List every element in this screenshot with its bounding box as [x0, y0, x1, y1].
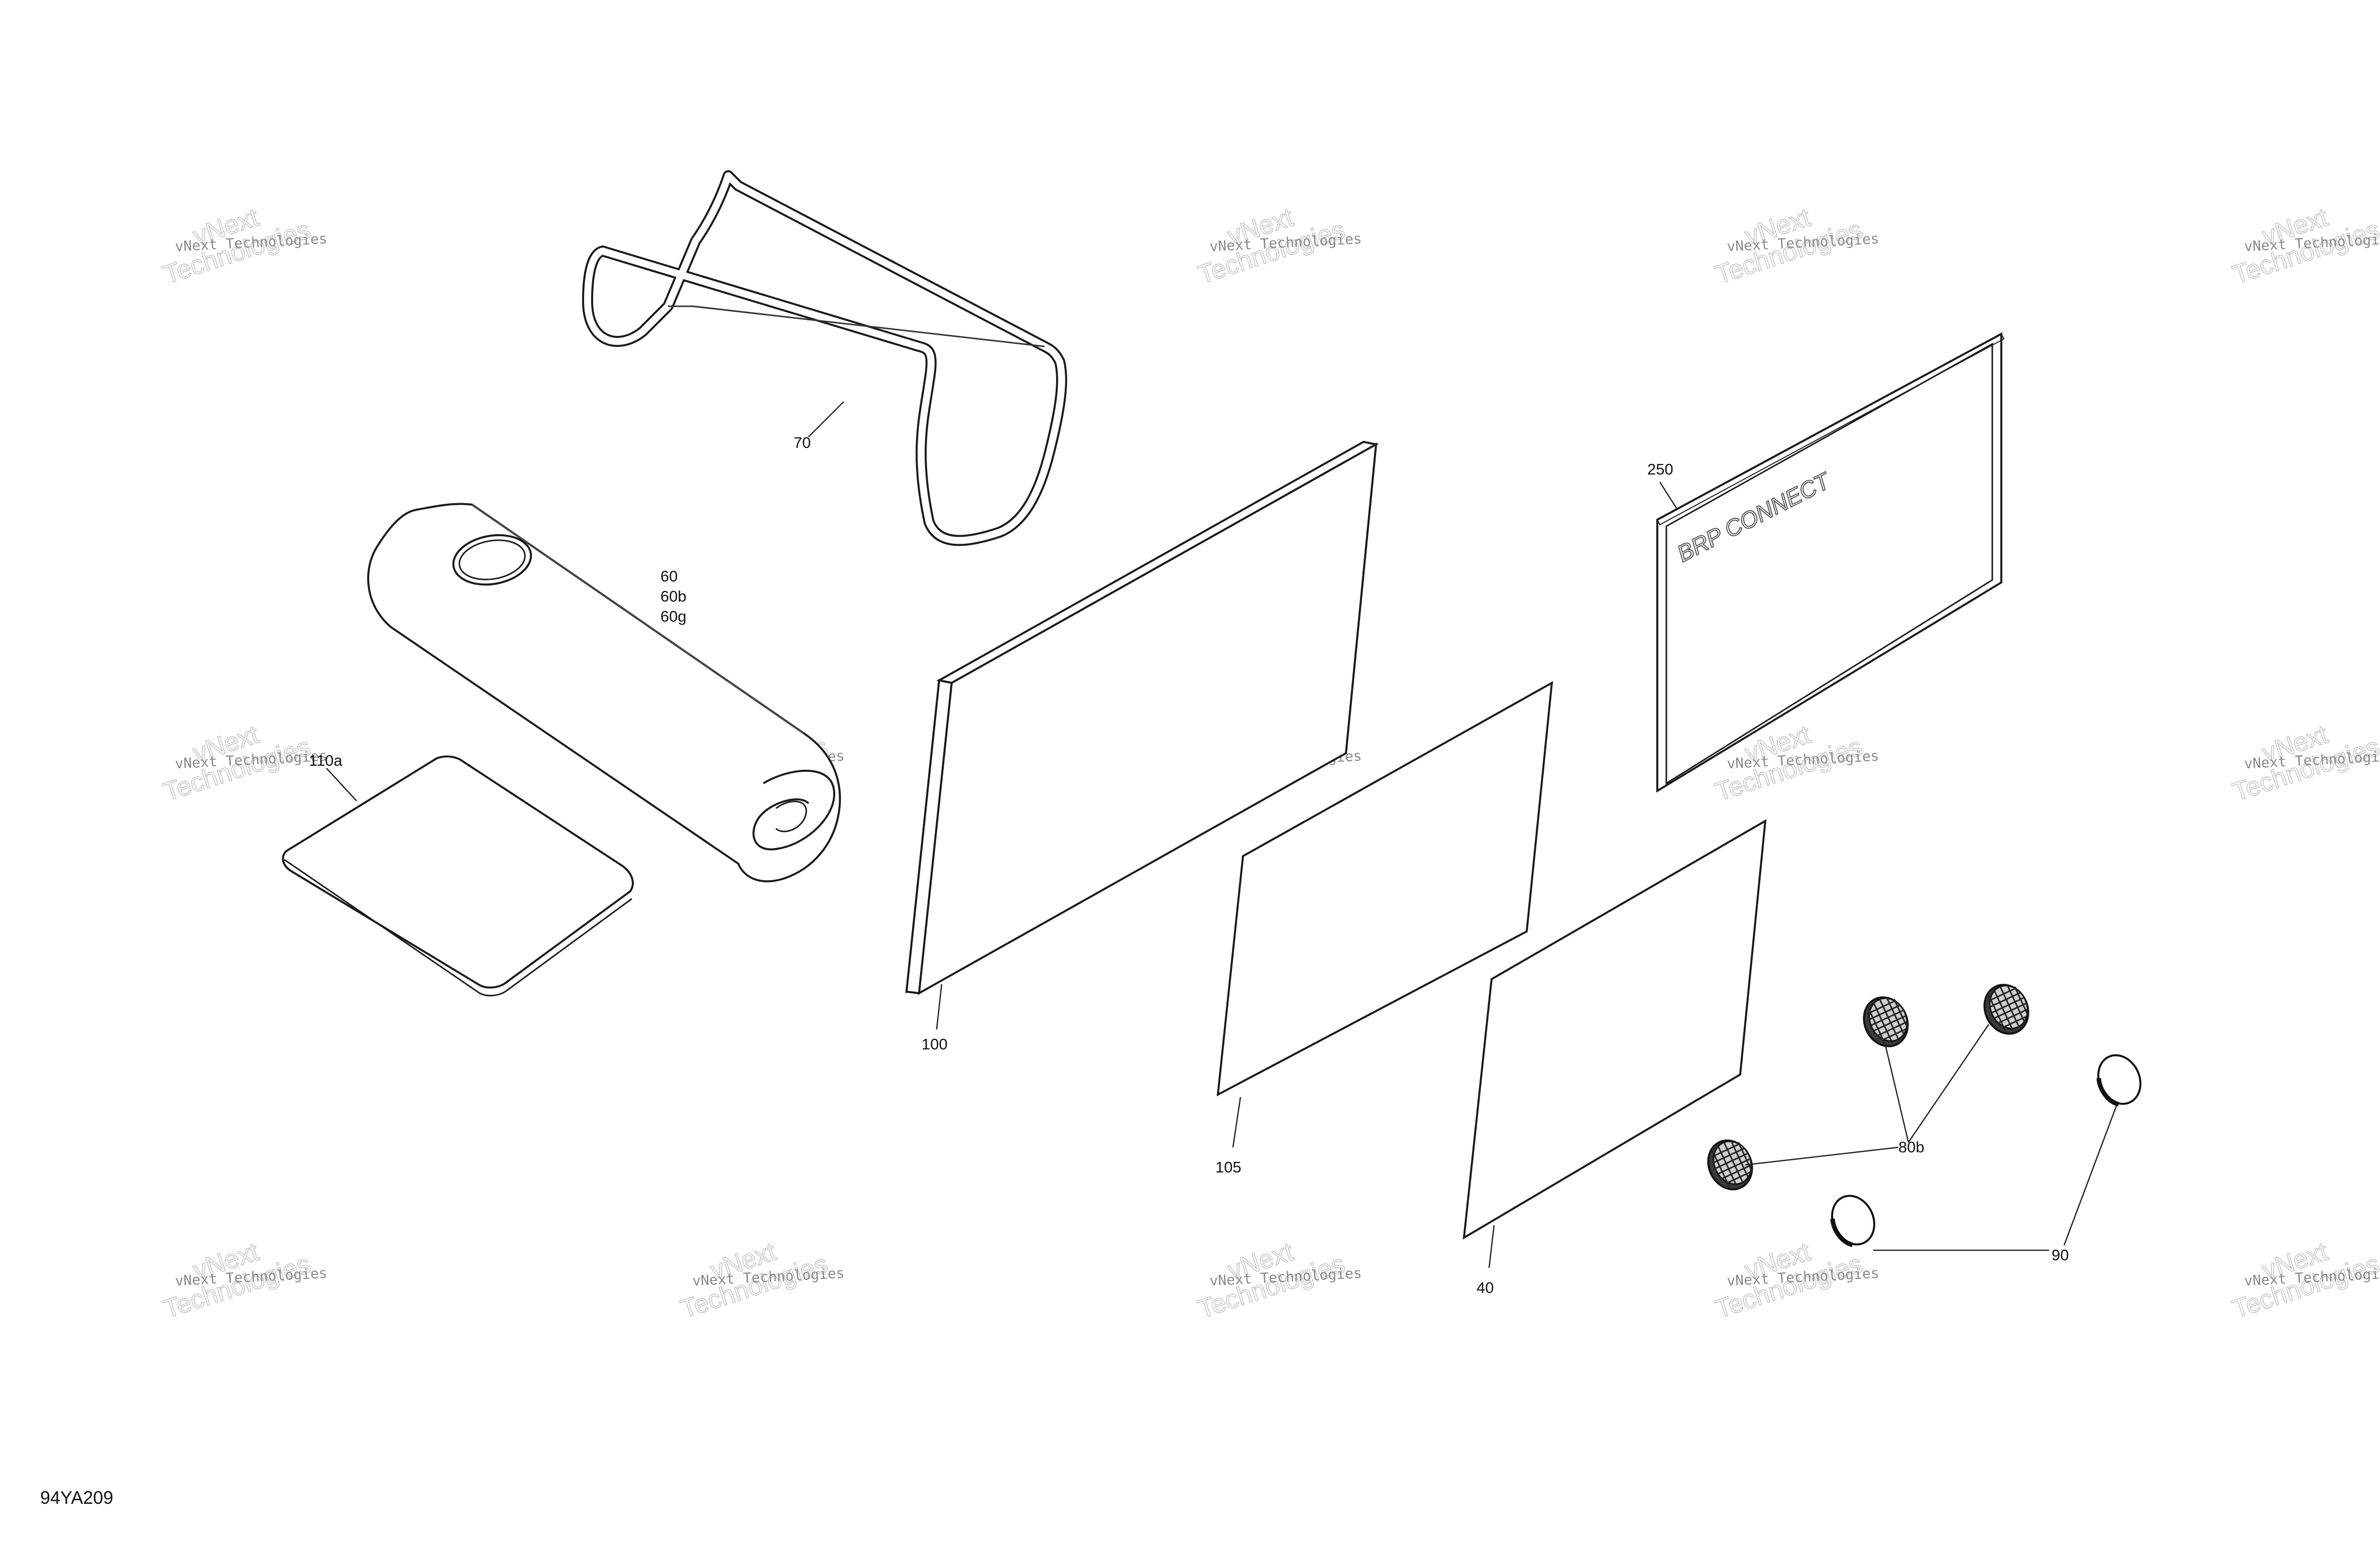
leader-100	[936, 984, 943, 1030]
watermark: vNextTechnologies vNext Technologies	[160, 1237, 328, 1325]
leader-80b-b	[1907, 1024, 1990, 1143]
leader-40	[1488, 1225, 1495, 1268]
callout-labels: 70 60 60b 60g 110a 250 100 105 40 80b 90	[309, 434, 2069, 1296]
leader-80b-a	[1885, 1046, 1909, 1143]
watermark: vNextTechnologies vNext Technologies	[2229, 1237, 2380, 1325]
part-40-sheet	[1462, 819, 1767, 1240]
part-70-wire-frame	[582, 170, 1067, 546]
part-100-panel	[905, 440, 1379, 995]
callout-60g: 60g	[660, 608, 687, 625]
leader-250	[1659, 482, 1678, 510]
part-80b-button	[1863, 996, 1909, 1047]
part-90-disc	[1830, 1195, 1875, 1247]
part-80b-button	[1707, 1139, 1753, 1191]
callout-80b: 80b	[1898, 1138, 1924, 1156]
watermark: vNextTechnologies vNext Technologies	[677, 1237, 845, 1325]
leader-110a	[326, 768, 357, 801]
leader-70	[808, 401, 844, 437]
part-80b-button	[1983, 984, 2029, 1035]
leader-90-a	[2063, 1104, 2118, 1246]
callout-60b: 60b	[660, 587, 687, 605]
leader-105	[1232, 1097, 1241, 1148]
callout-90: 90	[2052, 1246, 2069, 1264]
watermark: vNextTechnologies vNext Technologies	[160, 202, 328, 290]
callout-70: 70	[794, 434, 811, 451]
callout-60: 60	[660, 567, 677, 585]
watermark: vNextTechnologies vNext Technologies	[1194, 202, 1363, 290]
watermark: vNextTechnologies vNext Technologies	[2229, 720, 2380, 807]
callout-110a: 110a	[309, 752, 343, 769]
watermark: vNextTechnologies vNext Technologies	[1712, 202, 1880, 290]
part-250-label-card: BRP CONNECT	[1656, 332, 2005, 793]
callout-250: 250	[1647, 460, 1673, 478]
callout-40: 40	[1477, 1279, 1494, 1296]
part-105-sheet	[1216, 681, 1553, 1097]
part-60-film-roll	[367, 503, 841, 883]
watermark: vNextTechnologies vNext Technologies	[1194, 1237, 1363, 1325]
watermark: vNextTechnologies vNext Technologies	[160, 720, 328, 807]
callout-105: 105	[1215, 1158, 1241, 1176]
leader-lines	[326, 401, 2118, 1268]
callout-100: 100	[922, 1035, 948, 1053]
part-90-disc	[2096, 1054, 2141, 1107]
watermark: vNextTechnologies vNext Technologies	[2229, 202, 2380, 290]
part-110a-pad	[282, 755, 634, 997]
figure-code: 94YA209	[40, 1487, 113, 1508]
leader-80b-c	[1745, 1146, 1899, 1166]
